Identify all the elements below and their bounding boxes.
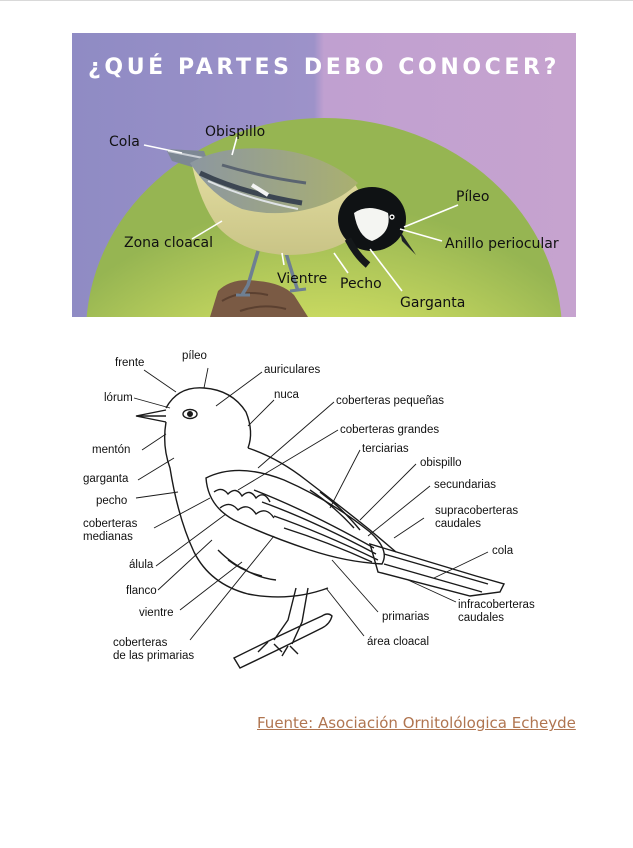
label-alula: álula: [129, 559, 154, 571]
page-top-rule: [0, 0, 633, 1]
label-coberteras-pequenas: coberteras pequeñas: [336, 395, 445, 407]
label-zona-cloacal: Zona cloacal: [124, 235, 213, 251]
source-link[interactable]: Fuente: Asociación Ornitolólogica Echeyd…: [257, 714, 576, 732]
label-coberteras-grandes: coberteras grandes: [340, 424, 440, 436]
label-coberteras-medianas-line1: coberteras: [83, 518, 138, 530]
label-garganta: garganta: [83, 473, 129, 485]
label-supracoberteras-line1: supracoberteras: [435, 505, 519, 517]
bird-anatomy-diagram: frente píleo auriculares lórum nuca cobe…: [78, 340, 558, 685]
label-obispillo: Obispillo: [205, 124, 266, 140]
bird-line-drawing: [133, 367, 506, 669]
label-primarias: primarias: [382, 611, 430, 623]
panel-title: ¿QUÉ PARTES DEBO CONOCER?: [88, 55, 560, 80]
label-coberteras-primarias-line1: coberteras: [113, 637, 168, 649]
label-coberteras-medianas: coberteras medianas: [83, 518, 137, 544]
label-supracoberteras-line2: caudales: [435, 518, 482, 530]
label-coberteras-medianas-line2: medianas: [83, 531, 133, 543]
label-vientre: Vientre: [277, 271, 328, 287]
label-supracoberteras-caudales: supracoberteras caudales: [435, 505, 518, 531]
label-pecho: Pecho: [340, 276, 382, 292]
label-anillo-periocular: Anillo periocular: [445, 236, 559, 252]
label-flanco: flanco: [126, 585, 157, 597]
label-infracoberteras-line2: caudales: [458, 612, 505, 624]
bird-photo-panel: ¿QUÉ PARTES DEBO CONOCER? Cola Obispillo…: [72, 33, 576, 317]
label-garganta: Garganta: [400, 295, 466, 311]
label-coberteras-de-las-primarias: coberteras de las primarias: [113, 637, 194, 663]
label-pileo: píleo: [182, 350, 207, 362]
label-infracoberteras-line1: infracoberteras: [458, 599, 535, 611]
label-vientre: vientre: [139, 607, 174, 619]
label-lorum: lórum: [104, 392, 133, 404]
label-obispillo: obispillo: [420, 457, 462, 469]
label-infracoberteras-caudales: infracoberteras caudales: [458, 599, 535, 625]
bird-photo-illustration: [72, 33, 576, 317]
label-terciarias: terciarias: [362, 443, 409, 455]
label-nuca: nuca: [274, 389, 299, 401]
label-cola: Cola: [109, 134, 140, 150]
label-area-cloacal: área cloacal: [367, 636, 430, 648]
label-pileo: Píleo: [456, 189, 490, 205]
label-auriculares: auriculares: [264, 364, 321, 376]
label-secundarias: secundarias: [434, 479, 497, 491]
label-frente: frente: [115, 357, 145, 369]
label-coberteras-primarias-line2: de las primarias: [113, 650, 195, 662]
label-menton: mentón: [92, 444, 131, 456]
label-pecho: pecho: [96, 495, 128, 507]
label-cola: cola: [492, 545, 514, 557]
